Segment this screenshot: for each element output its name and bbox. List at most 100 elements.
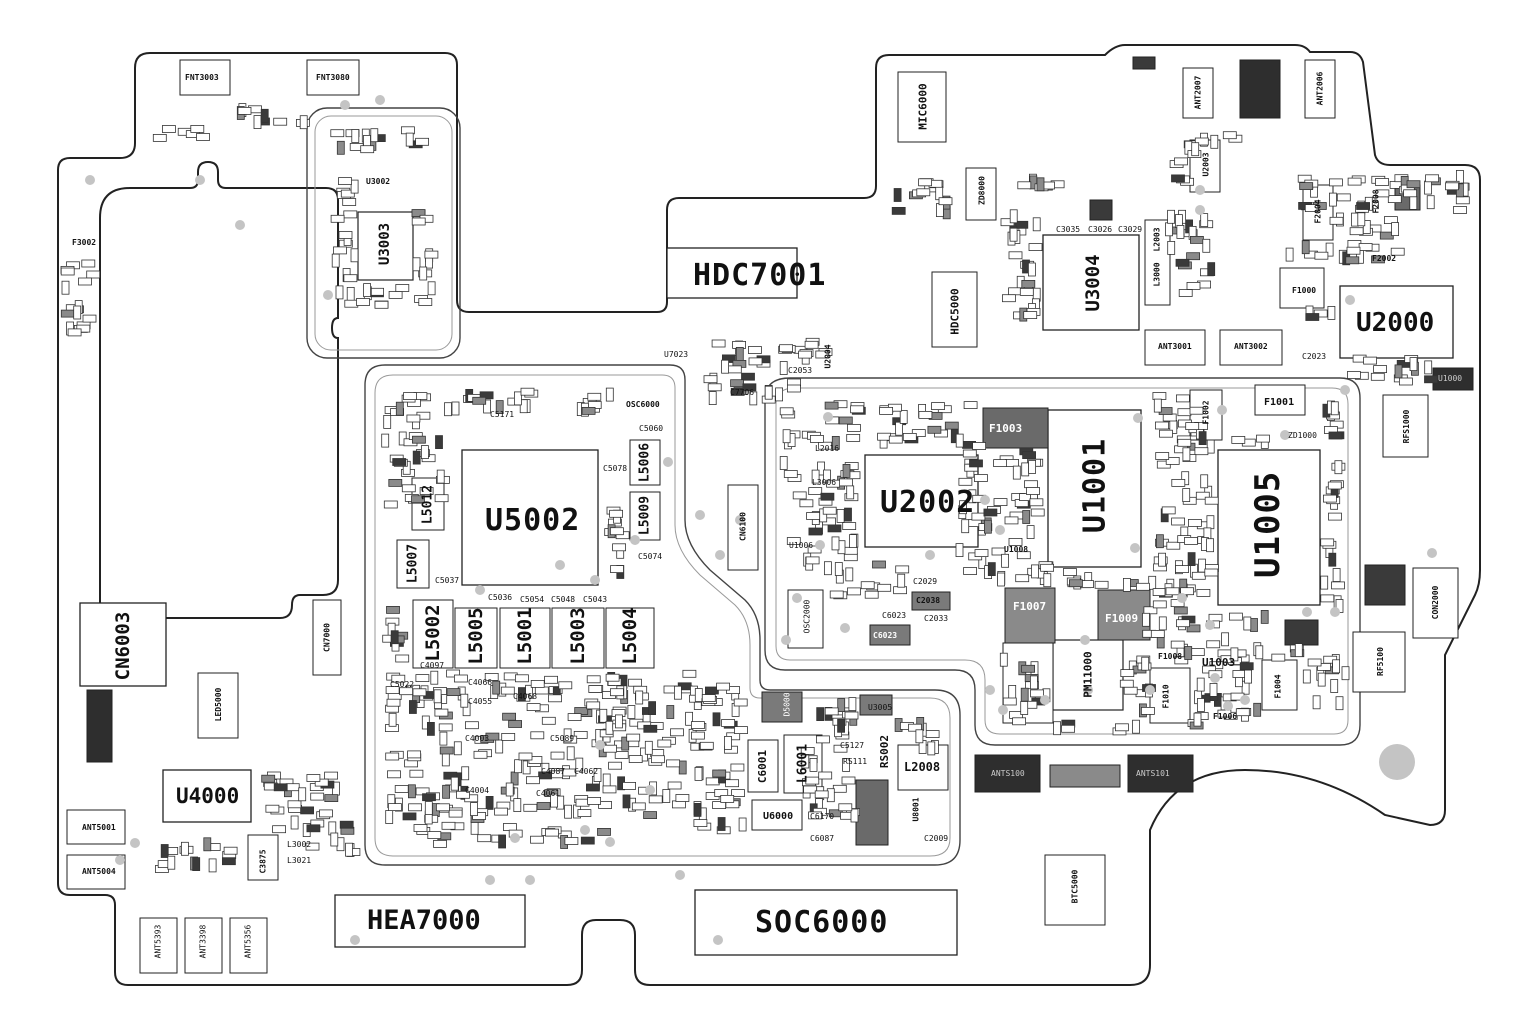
label-u5002: U5002	[485, 503, 581, 538]
passive-component	[427, 831, 442, 839]
passive-component	[844, 711, 859, 720]
passive-component	[518, 752, 533, 761]
passive-component	[824, 401, 839, 410]
passive-component	[387, 770, 401, 779]
passive-component	[1191, 142, 1200, 157]
passive-component	[1362, 220, 1371, 234]
passive-component	[1294, 643, 1303, 657]
passive-component	[782, 429, 791, 444]
passive-component	[738, 817, 747, 832]
passive-component	[662, 789, 671, 803]
passive-component	[451, 401, 460, 416]
battery-cutout	[99, 160, 339, 619]
passive-component	[1022, 451, 1036, 460]
passive-component	[492, 680, 501, 695]
passive-component	[843, 546, 858, 555]
passive-component	[838, 803, 853, 812]
label-rfs1000: RFS1000	[1402, 409, 1411, 444]
passive-component	[1206, 538, 1214, 553]
passive-component	[402, 812, 417, 821]
passive-component	[1232, 670, 1247, 678]
passive-component	[927, 425, 942, 434]
passive-component	[1174, 157, 1188, 166]
passive-component	[464, 721, 479, 730]
test-pad	[1302, 607, 1312, 617]
passive-component	[360, 145, 375, 154]
passive-component	[586, 701, 601, 710]
passive-component	[895, 565, 910, 574]
passive-component	[530, 835, 544, 844]
passive-component	[485, 732, 500, 741]
label-l5012: L5012	[420, 484, 436, 525]
passive-component	[1152, 392, 1167, 400]
label-rs111: RS111	[843, 757, 868, 766]
passive-component	[522, 760, 531, 775]
passive-component	[741, 372, 755, 381]
passive-component	[1206, 515, 1215, 530]
passive-component	[897, 573, 906, 588]
passive-component	[588, 685, 603, 693]
passive-component	[520, 387, 535, 396]
passive-component	[575, 757, 584, 772]
passive-component	[386, 606, 400, 614]
passive-component	[350, 248, 359, 263]
passive-component	[804, 340, 819, 349]
label-u4000: U4000	[176, 784, 240, 808]
test-pad	[985, 685, 995, 695]
passive-component	[1170, 640, 1185, 649]
passive-component	[839, 478, 853, 487]
passive-component	[961, 519, 970, 534]
passive-component	[386, 698, 401, 707]
label-u7023: U7023	[664, 350, 689, 359]
passive-component	[1152, 588, 1167, 596]
passive-component	[1390, 247, 1405, 256]
passive-component	[1409, 195, 1418, 210]
passive-component	[999, 652, 1008, 667]
passive-component	[703, 375, 718, 384]
passive-component	[707, 383, 722, 392]
passive-component	[1391, 222, 1399, 237]
passive-component	[60, 309, 75, 318]
passive-component	[597, 828, 611, 836]
passive-component	[419, 487, 434, 495]
passive-component	[849, 534, 857, 548]
chip-soc6000	[694, 889, 958, 956]
passive-component	[406, 414, 421, 423]
passive-component	[1012, 717, 1026, 726]
label-l5007: L5007	[405, 543, 421, 584]
passive-component	[439, 731, 448, 746]
passive-component	[1200, 213, 1209, 228]
passive-component	[363, 283, 372, 298]
passive-component	[61, 280, 70, 295]
passive-component	[446, 669, 461, 678]
passive-component	[1120, 669, 1135, 677]
passive-component	[1165, 456, 1180, 465]
passive-component	[479, 391, 494, 400]
passive-component	[434, 494, 449, 503]
passive-component	[721, 719, 735, 727]
passive-component	[391, 674, 406, 683]
passive-component	[720, 795, 735, 803]
passive-component	[1345, 256, 1360, 265]
label-ant5004: ANT5004	[82, 867, 116, 876]
label-fnt3080: FNT3080	[316, 73, 350, 82]
passive-component	[385, 752, 400, 761]
passive-component	[1235, 708, 1250, 717]
passive-component	[1206, 640, 1221, 649]
passive-component	[563, 728, 572, 743]
label-c5036: C5036	[488, 593, 513, 602]
passive-component	[808, 527, 823, 536]
passive-component	[818, 441, 832, 450]
passive-component	[1161, 506, 1176, 515]
passive-component	[1330, 679, 1339, 693]
test-pad	[595, 740, 605, 750]
passive-component	[330, 214, 345, 223]
passive-component	[78, 277, 92, 286]
passive-component	[407, 750, 422, 759]
passive-component	[485, 796, 494, 810]
passive-component	[342, 198, 357, 206]
passive-component	[899, 409, 908, 424]
board-outline	[57, 44, 1481, 986]
passive-component	[1327, 305, 1336, 320]
passive-component	[1285, 247, 1294, 262]
